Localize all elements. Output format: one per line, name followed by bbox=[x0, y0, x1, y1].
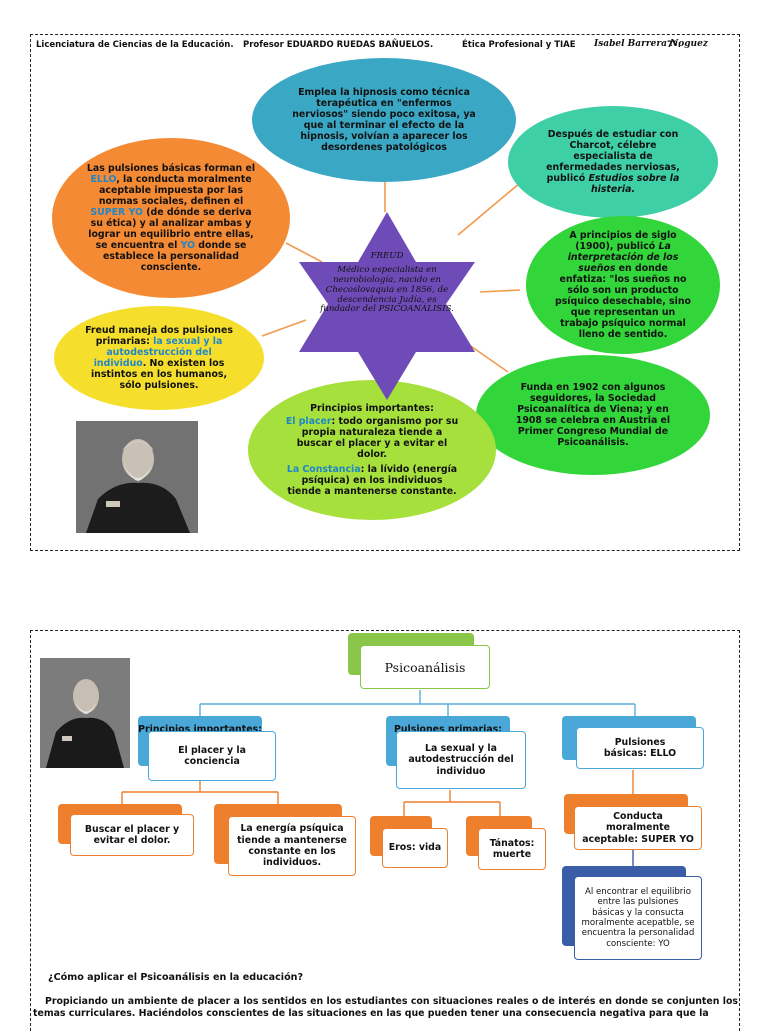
freud-portrait-image bbox=[76, 421, 198, 533]
sociedad-text: Funda en 1902 con algunos seguidores, la… bbox=[515, 381, 671, 449]
primarias-card-label: La sexual y la autodestrucción del indiv… bbox=[408, 743, 514, 777]
equilibrio-card: Al encontrar el equilibrio entre las pul… bbox=[574, 876, 702, 960]
header-degree: Licenciatura de Ciencias de la Educación… bbox=[36, 40, 234, 50]
equilibrio-label: Al encontrar el equilibrio entre las pul… bbox=[581, 887, 695, 949]
pulsiones-primarias-text: Freud maneja dos pulsiones primarias: la… bbox=[85, 324, 233, 392]
header-professor: Profesor EDUARDO RUEDAS BAÑUELOS. bbox=[243, 40, 434, 50]
pulsiones-basicas-text: Las pulsiones básicas forman el ELLO, la… bbox=[86, 162, 256, 274]
buscar-label: Buscar el placer y evitar el dolor. bbox=[84, 823, 180, 846]
education-paragraph: Propiciando un ambiente de placer a los … bbox=[33, 996, 738, 1019]
pulsiones-primarias-bubble: Freud maneja dos pulsiones primarias: la… bbox=[54, 306, 264, 410]
header-grade: 7º. bbox=[667, 40, 681, 50]
suenos-text: A principios de siglo (1900), publicó La… bbox=[555, 229, 691, 341]
conducta-card: Conducta moralmente aceptable: SUPER YO bbox=[574, 806, 702, 850]
energia-card: La energía psíquica tiende a mantenerse … bbox=[228, 816, 356, 876]
primarias-tab-label: Pulsiones primarias: bbox=[393, 724, 502, 735]
freud-portrait-image-2 bbox=[40, 658, 130, 768]
principios-text: Principios importantes: El placer: todo … bbox=[285, 402, 459, 498]
energia-label: La energía psíquica tiende a mantenerse … bbox=[237, 823, 347, 869]
charcot-bubble: Después de estudiar con Charcot, célebre… bbox=[508, 106, 718, 218]
root-card: Psicoanálisis bbox=[360, 645, 490, 689]
basicas-card: Pulsiones básicas: ELLO bbox=[576, 727, 704, 769]
tanatos-card: Tánatos: muerte bbox=[478, 828, 546, 870]
principios-bubble: Principios importantes: El placer: todo … bbox=[248, 380, 496, 520]
principios-card-label: El placer y la conciencia bbox=[178, 744, 246, 767]
suenos-bubble: A principios de siglo (1900), publicó La… bbox=[526, 216, 720, 354]
basicas-card-label: Pulsiones básicas: ELLO bbox=[603, 736, 677, 759]
hypnosis-text: Emplea la hipnosis como técnica terapéut… bbox=[292, 86, 476, 154]
portrait-figure-icon bbox=[40, 658, 130, 768]
header-student-signature: Isabel Barrera Noguez bbox=[594, 39, 708, 49]
charcot-text: Después de estudiar con Charcot, célebre… bbox=[546, 128, 680, 196]
mindmap-page bbox=[30, 34, 740, 551]
primarias-card: La sexual y la autodestrucción del indiv… bbox=[396, 731, 526, 789]
root-label: Psicoanálisis bbox=[384, 659, 466, 675]
education-question: ¿Cómo aplicar el Psicoanálisis en la edu… bbox=[48, 972, 304, 983]
principios-card: El placer y la conciencia bbox=[148, 731, 276, 781]
freud-center-text: FREUD Médico especialista en neurobiolog… bbox=[320, 251, 454, 315]
header-course: Ética Profesional y TIAE bbox=[462, 40, 576, 50]
tanatos-label: Tánatos: muerte bbox=[489, 837, 535, 860]
conducta-label: Conducta moralmente aceptable: SUPER YO bbox=[582, 811, 694, 845]
pulsiones-basicas-bubble: Las pulsiones básicas forman el ELLO, la… bbox=[52, 138, 290, 298]
eros-card: Eros: vida bbox=[382, 828, 448, 868]
orgchart-page bbox=[30, 630, 740, 1031]
eros-label: Eros: vida bbox=[388, 842, 442, 854]
hypnosis-bubble: Emplea la hipnosis como técnica terapéut… bbox=[252, 58, 516, 182]
buscar-card: Buscar el placer y evitar el dolor. bbox=[70, 814, 194, 856]
portrait-figure-icon bbox=[76, 421, 198, 533]
principios-tab-label: Principios importantes: bbox=[138, 724, 262, 735]
sociedad-bubble: Funda en 1902 con algunos seguidores, la… bbox=[476, 355, 710, 475]
